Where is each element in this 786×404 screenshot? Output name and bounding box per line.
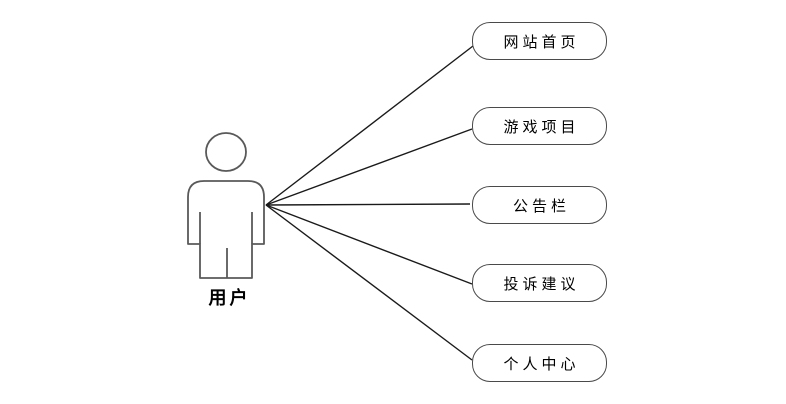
association-line-feedback [265,204,473,285]
use-case-homepage-label: 网站首页 [503,33,580,51]
use-case-feedback-label: 投诉建议 [503,275,580,293]
association-line-bulletin [265,203,471,206]
association-line-profile [265,204,473,361]
use-case-games: 游戏项目 [472,107,607,145]
use-case-bulletin-label: 公告栏 [512,197,570,215]
use-case-profile-label: 个人中心 [503,355,580,373]
use-case-feedback: 投诉建议 [472,264,607,302]
actor-label: 用户 [208,288,251,308]
actor-head [205,132,247,172]
actor-body [187,180,265,279]
actor-person-icon [187,132,265,279]
association-line-homepage [265,45,474,206]
association-line-games [265,128,473,206]
use-case-homepage: 网站首页 [472,22,607,60]
use-case-games-label: 游戏项目 [503,118,580,136]
association-lines [265,45,474,361]
use-case-profile: 个人中心 [472,344,607,382]
use-case-bulletin: 公告栏 [472,186,607,224]
